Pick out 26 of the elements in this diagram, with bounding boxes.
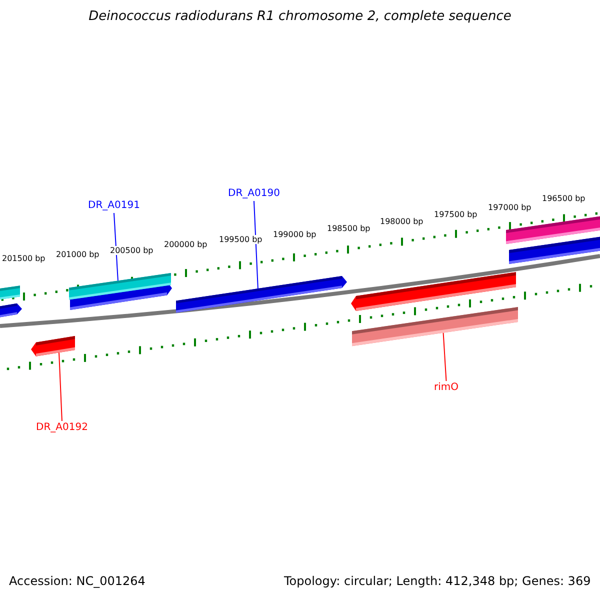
scale-tick-label: 199000 bp [273,230,316,239]
leader-line [113,212,118,282]
leader-line [442,332,447,382]
gene-label: DR_A0191 [88,200,140,212]
scale-tick-label: 200000 bp [164,240,208,249]
gene-label: rimO [434,382,459,394]
leader-line [58,351,62,422]
scale-tick-label: 198000 bp [380,217,424,226]
scale-tick-label: 198500 bp [327,224,370,233]
diagram-title: Deinococcus radiodurans R1 chromosome 2, complete sequence [88,9,512,24]
scale-tick-label: 199500 bp [219,235,262,244]
gene-label: DR_A0192 [36,422,88,434]
accession-text: Accession: NC_001264 [9,574,146,588]
scale-tick-label: 196500 bp [542,194,586,203]
gene-bar [176,276,347,313]
scale-tick-label: 201000 bp [56,250,100,259]
gene-bar [69,273,171,300]
topology-text: Topology: circular; Length: 412,348 bp; Genes: 369 [284,574,591,588]
gene-bar [31,336,75,356]
scale-tick-label: 201500 bp [2,254,46,263]
scale-tick-label: 200500 bp [110,246,154,255]
gene-label: DR_A0190 [228,188,280,200]
scale-tick-label: 197500 bp [434,210,478,219]
gene-bar [352,306,518,346]
leader-line [253,200,258,290]
scale-tick-label: 197000 bp [488,203,532,212]
